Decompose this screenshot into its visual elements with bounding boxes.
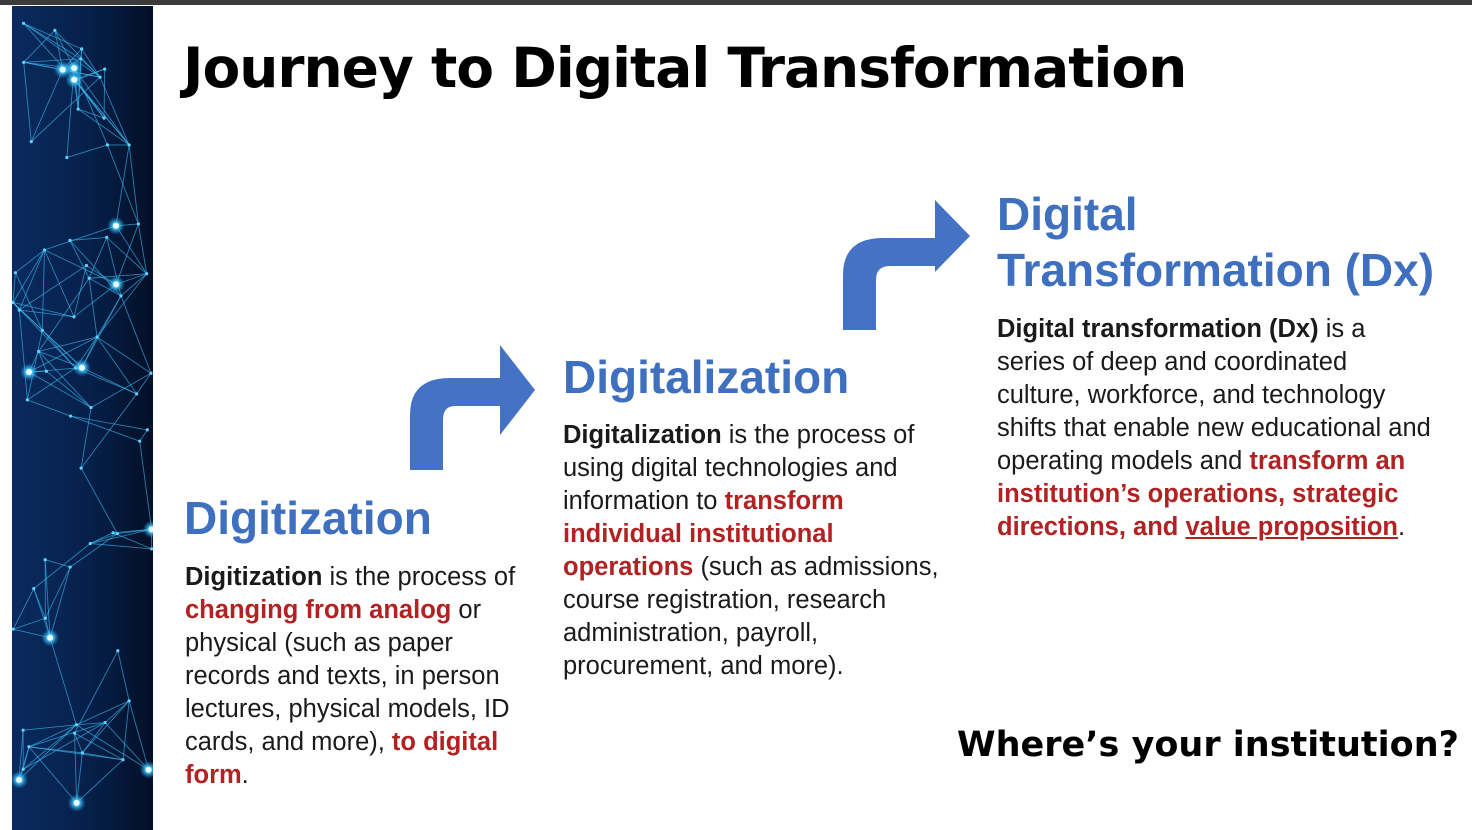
dx-highlight-underlined: value proposition [1185, 513, 1398, 541]
bent-up-right-arrow-icon [843, 200, 970, 330]
digitalization-heading: Digitalization [563, 351, 850, 403]
digitization-text-2: or physical (such as paper records and t… [185, 596, 510, 756]
dx-highlight-1: transform an institution’s operations, s… [997, 447, 1406, 541]
digital-transformation-heading-line-1: Digital [997, 188, 1138, 240]
digitization-term: Digitization [185, 563, 323, 591]
digitization-description: Digitization is the process of changing … [185, 561, 525, 792]
digitization-highlight-1: changing from analog [185, 596, 452, 624]
left-margin [0, 5, 12, 830]
bent-up-right-arrow-icon [410, 345, 535, 470]
digitization-text-1: is the process of [322, 563, 516, 591]
digitalization-text-2: (such as admissions, course registration… [563, 553, 939, 680]
digitization-highlight-2: to digital form [185, 728, 499, 789]
digitalization-highlight-1: transform individual institutional opera… [563, 487, 844, 581]
digital-transformation-heading-line-2: Transformation (Dx) [997, 244, 1435, 296]
dx-text-1: is a series of deep and coordinated cult… [997, 315, 1431, 475]
slide-title: Journey to Digital Transformation [183, 36, 1187, 100]
top-border [0, 0, 1472, 5]
digitalization-term: Digitalization [563, 421, 722, 449]
dx-text-2: . [1397, 513, 1406, 541]
digitalization-description: Digitalization is the process of using d… [563, 419, 963, 683]
digitization-text-3: . [241, 761, 249, 789]
digitalization-text-1: is the process of using digital technolo… [563, 421, 915, 515]
closing-question: Where’s your institution? [957, 725, 1459, 765]
digital-transformation-description: Digital transformation (Dx) is a series … [997, 313, 1437, 544]
digitization-heading: Digitization [184, 492, 432, 544]
network-background-image [12, 6, 153, 830]
dx-term: Digital transformation (Dx) [997, 315, 1319, 343]
